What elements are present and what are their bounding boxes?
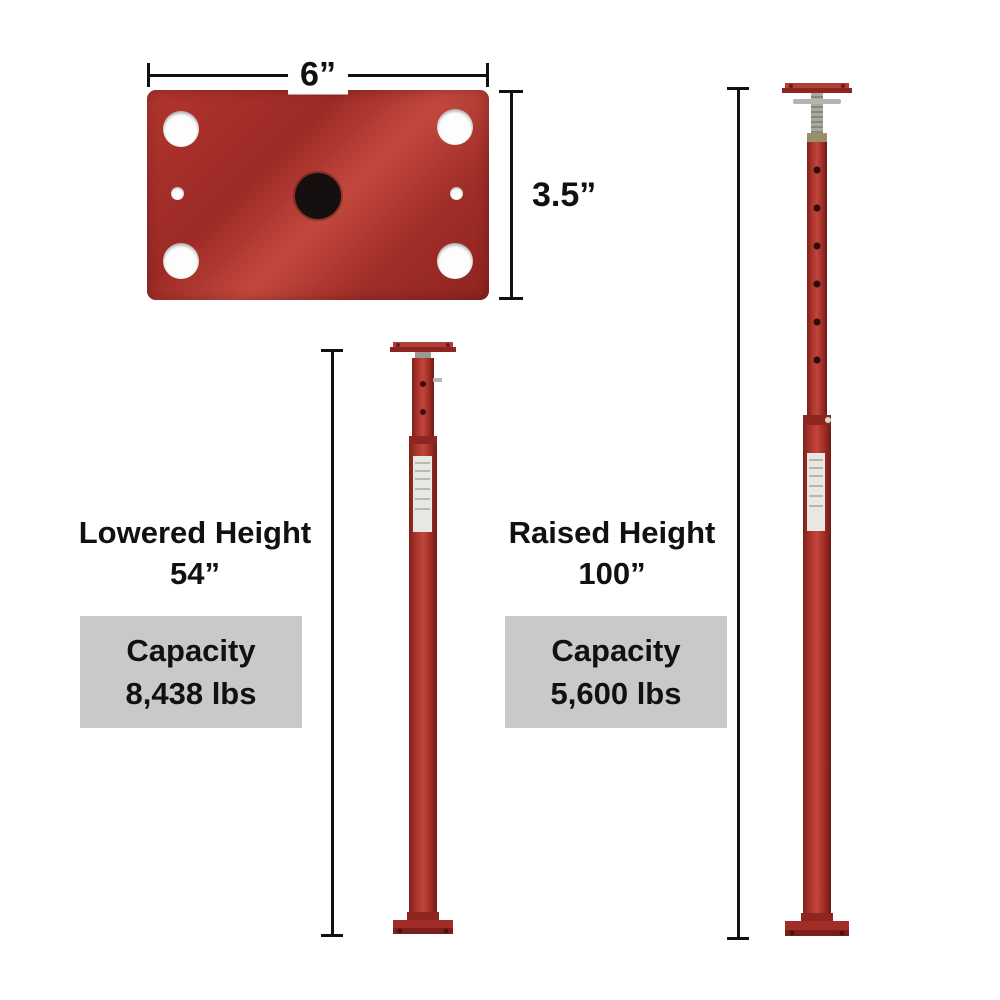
adjustment-hole (420, 381, 426, 387)
lowered-post-label-sticker (413, 456, 432, 532)
raised-post-top-plate (782, 83, 852, 93)
lowered-post-base-plate (393, 912, 453, 934)
raised-post-base-plate (785, 913, 849, 936)
dimension-line (736, 87, 740, 940)
plate-corner-hole-top-left (163, 111, 199, 147)
lowered-post-illustration (390, 342, 456, 934)
lowered-post-pin (433, 378, 442, 382)
raised-post-upper-tube (807, 142, 827, 417)
dimension-line (509, 90, 513, 300)
adjustment-hole (420, 409, 426, 415)
plate-height-label: 3.5” (532, 176, 597, 214)
plate-side-hole-right (450, 187, 463, 200)
lowered-height-title: Lowered Height (78, 515, 312, 550)
adjustment-handle-pin (793, 99, 841, 104)
raised-post-threaded-rod (793, 93, 841, 142)
plate-width-label: 6” (288, 55, 348, 95)
raised-height-title: Raised Height (508, 515, 716, 550)
lowered-post-top-plate (390, 342, 456, 352)
raised-height-dimension (727, 87, 749, 940)
capacity-value: 5,600 lbs (550, 676, 682, 711)
dimension-line (330, 349, 334, 937)
lowered-height-value: 54” (170, 556, 220, 591)
lowered-post-screw-collar (415, 352, 431, 359)
plate-corner-hole-top-right (437, 109, 473, 145)
capacity-label: Capacity (126, 633, 256, 668)
raised-post-collar (803, 415, 831, 425)
raised-post-illustration (782, 83, 852, 936)
plate-width-dimension: 6” (147, 55, 489, 95)
raised-height-heading: Raised Height 100” (477, 512, 747, 594)
lowered-height-heading: Lowered Height 54” (60, 512, 330, 594)
raised-height-value: 100” (578, 556, 646, 591)
plate-center-hole (295, 173, 341, 219)
lowered-capacity-box: Capacity 8,438 lbs (80, 616, 302, 728)
adjustment-nut (807, 133, 827, 142)
adjustment-holes (813, 166, 821, 364)
base-plate-top-view (147, 90, 489, 300)
lowered-height-dimension (321, 349, 343, 937)
capacity-label: Capacity (551, 633, 681, 668)
plate-height-dimension (499, 90, 523, 300)
plate-side-hole-left (171, 187, 184, 200)
plate-corner-hole-bottom-right (437, 243, 473, 279)
raised-capacity-box: Capacity 5,600 lbs (505, 616, 727, 728)
collar-bolt (825, 417, 831, 423)
lowered-post-collar (409, 436, 437, 444)
plate-corner-hole-bottom-left (163, 243, 199, 279)
raised-post-label-sticker (807, 453, 825, 531)
capacity-value: 8,438 lbs (125, 676, 257, 711)
lowered-post-upper-tube (412, 358, 434, 438)
